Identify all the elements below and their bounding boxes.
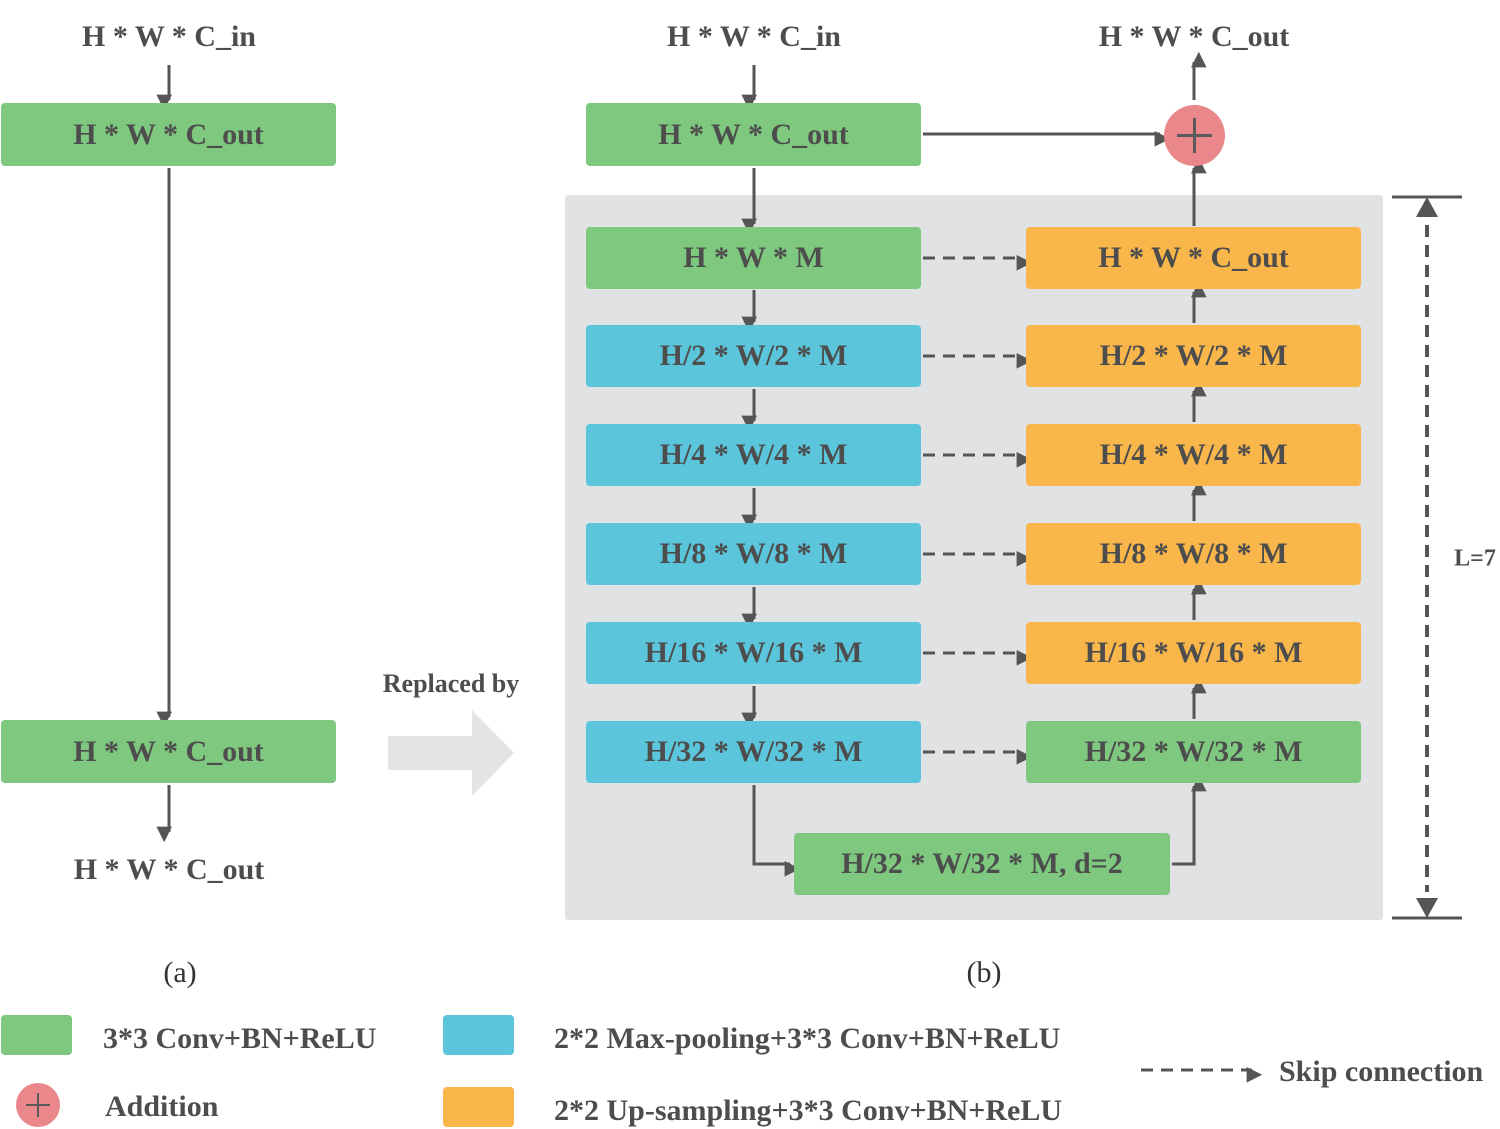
replaced-by-label: Replaced by [382,669,520,698]
legend-conv-swatch [1,1015,72,1055]
legend-addition-icon [16,1083,60,1127]
encoder-block-5: H/16 * W/16 * M [586,622,921,684]
depth-label: L=7 [1454,545,1496,572]
caption-a: (a) [163,956,197,989]
encoder-block-6: H/32 * W/32 * M [586,721,921,783]
decoder-block-6: H/32 * W/32 * M [1026,721,1361,783]
arrow-to-bottleneck [752,785,801,877]
a-conv-block-2: H * W * C_out [1,720,336,783]
caption-b: (b) [966,956,1002,989]
decoder-block-4: H/8 * W/8 * M [1026,523,1361,585]
bottleneck-dilated-block: H/32 * W/32 * M, d=2 [794,833,1170,895]
b-output-label: H * W * C_out [1098,20,1290,53]
legend-conv-label: 3*3 Conv+BN+ReLU [103,1022,377,1055]
decoder-block-5: H/16 * W/16 * M [1026,622,1361,684]
arrow-from-bottleneck [1172,775,1207,866]
replaced-by-arrow-icon [388,710,514,796]
legend-upsample-label: 2*2 Up-sampling+3*3 Conv+BN+ReLU [554,1094,1063,1127]
a-conv-block-1: H * W * C_out [1,103,336,166]
depth-arrow-up [1416,197,1438,217]
encoder-block-3: H/4 * W/4 * M [586,424,921,486]
encoder-block-2: H/2 * W/2 * M [586,325,921,387]
encoder-block-1: H * W * M [586,227,921,289]
decoder-block-1: H * W * C_out [1026,227,1361,289]
a-input-label: H * W * C_in [82,20,256,53]
decoder-block-2: H/2 * W/2 * M [1026,325,1361,387]
legend-skip-label: Skip connection [1279,1055,1484,1088]
depth-arrow-down [1416,898,1438,918]
legend-maxpool-label: 2*2 Max-pooling+3*3 Conv+BN+ReLU [554,1022,1061,1055]
legend-addition-label: Addition [105,1090,219,1123]
a-output-label: H * W * C_out [73,853,265,886]
legend-maxpool-swatch [443,1015,514,1055]
legend-upsample-swatch [443,1087,514,1127]
addition-icon [1164,105,1225,166]
decoder-block-3: H/4 * W/4 * M [1026,424,1361,486]
b-input-label: H * W * C_in [667,20,841,53]
encoder-block-4: H/8 * W/8 * M [586,523,921,585]
b-conv-in-block: H * W * C_out [586,103,921,166]
